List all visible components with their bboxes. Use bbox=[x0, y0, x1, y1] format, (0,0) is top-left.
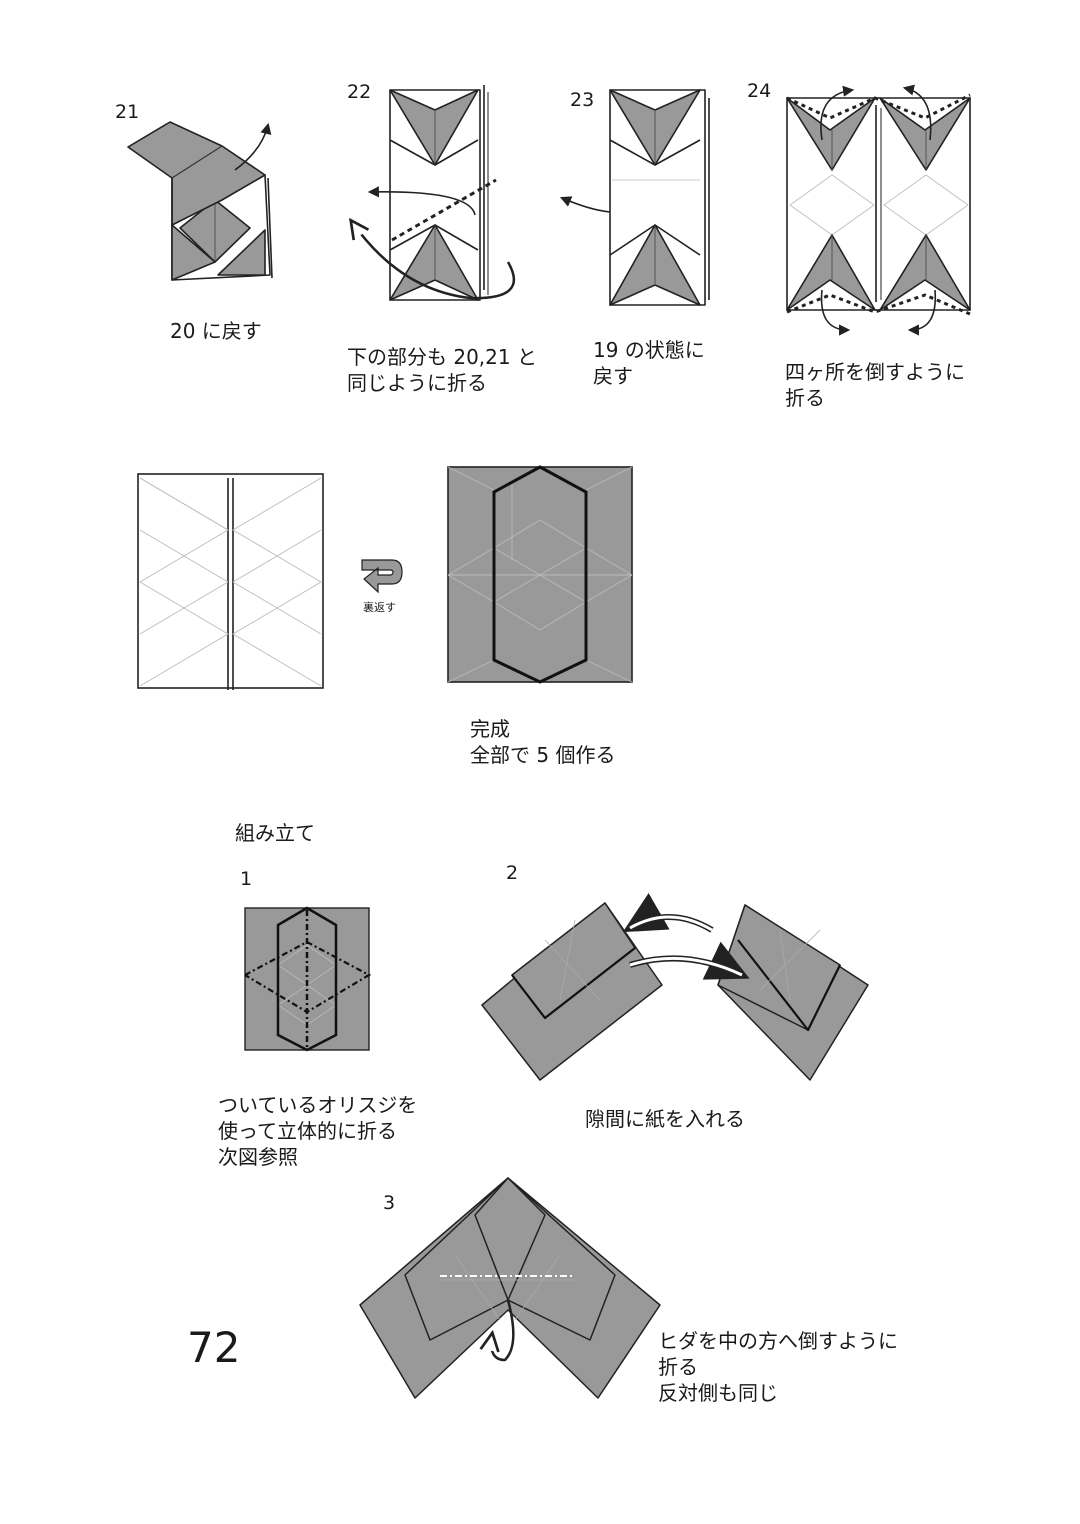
assembly-title: 組み立て bbox=[235, 821, 315, 845]
assembly-2-caption: 隙間に紙を入れる bbox=[585, 1107, 745, 1131]
page-number: 72 bbox=[187, 1323, 241, 1372]
turn-over-icon bbox=[361, 559, 403, 594]
step-21-number: 21 bbox=[115, 101, 140, 123]
assembly-1-figure bbox=[244, 906, 372, 1052]
finished-back-figure bbox=[137, 473, 324, 690]
assembly-3-figure bbox=[359, 1177, 661, 1399]
assembly-1-caption: ついているオリスジを 使って立体的に折る 次図参照 bbox=[218, 1093, 418, 1169]
finished-front-figure bbox=[447, 465, 633, 684]
turn-over-label: 裏返す bbox=[363, 601, 396, 614]
step-22-number: 22 bbox=[347, 81, 372, 103]
step-22-figure bbox=[352, 85, 516, 301]
step-23-figure bbox=[559, 89, 710, 306]
step-24-figure bbox=[786, 84, 971, 336]
assembly-2-number: 2 bbox=[506, 862, 519, 884]
assembly-3-number: 3 bbox=[383, 1192, 396, 1214]
step-24-number: 24 bbox=[747, 80, 772, 102]
step-21-caption: 20 に戻す bbox=[170, 319, 262, 343]
step-23-number: 23 bbox=[570, 89, 595, 111]
step-23-caption: 19 の状態に 戻す bbox=[593, 338, 705, 388]
finished-caption: 完成 全部で 5 個作る bbox=[470, 717, 616, 767]
step-22-caption: 下の部分も 20,21 と 同じように折る bbox=[347, 345, 537, 395]
assembly-2-figure bbox=[481, 893, 869, 1081]
assembly-3-caption: ヒダを中の方へ倒すように 折る 反対側も同じ bbox=[658, 1329, 898, 1405]
assembly-1-number: 1 bbox=[240, 868, 253, 890]
step-21-figure bbox=[127, 121, 273, 281]
step-24-caption: 四ヶ所を倒すように 折る bbox=[785, 360, 965, 410]
